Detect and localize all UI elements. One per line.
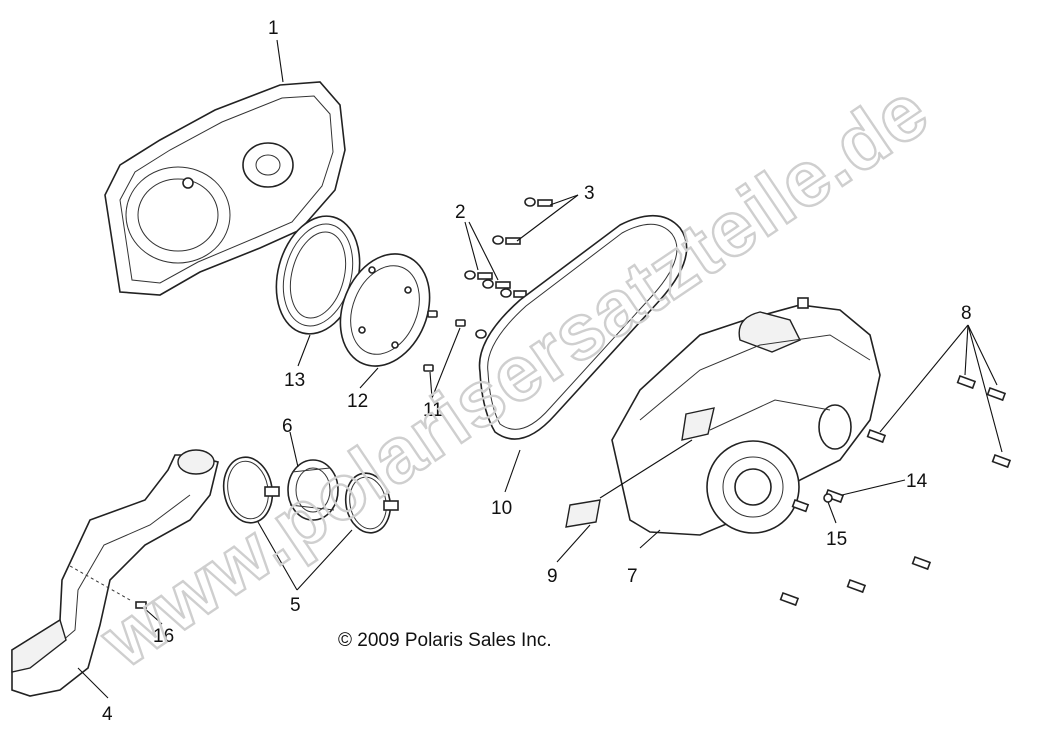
copyright-text: © 2009 Polaris Sales Inc. [338, 630, 552, 651]
callout-14: 14 [906, 471, 928, 492]
bolts-and-washers [464, 197, 553, 348]
outer-clutch-cover [611, 297, 881, 536]
callout-7: 7 [627, 566, 638, 587]
callout-1: 1 [268, 18, 279, 39]
callout-16: 16 [153, 626, 174, 647]
callout-13: 13 [284, 370, 305, 391]
retainer-plate [339, 253, 431, 367]
callout-6: 6 [282, 416, 293, 437]
seal-ring [275, 215, 361, 335]
decal [565, 407, 715, 528]
callout-5: 5 [290, 595, 301, 616]
callout-15: 15 [826, 529, 847, 550]
leader-lines [69, 39, 1003, 699]
intake-duct [11, 449, 219, 697]
callout-8: 8 [961, 303, 972, 324]
duct-coupler [287, 459, 339, 521]
callout-10: 10 [491, 498, 512, 519]
hose-clamps [222, 456, 399, 534]
inner-clutch-cover [104, 81, 346, 296]
retainer-screws [423, 310, 466, 372]
duct-screw [135, 601, 147, 609]
callout-11: 11 [423, 400, 443, 421]
cover-screws [779, 374, 1012, 607]
callout-2: 2 [455, 202, 466, 223]
callout-numbers: 1 2 3 4 5 6 7 8 9 10 11 12 13 14 15 16 [102, 18, 972, 725]
callout-12: 12 [347, 391, 368, 412]
callout-9: 9 [547, 566, 558, 587]
callout-4: 4 [102, 704, 113, 725]
callout-3: 3 [584, 183, 595, 204]
drive-belt [478, 214, 688, 440]
